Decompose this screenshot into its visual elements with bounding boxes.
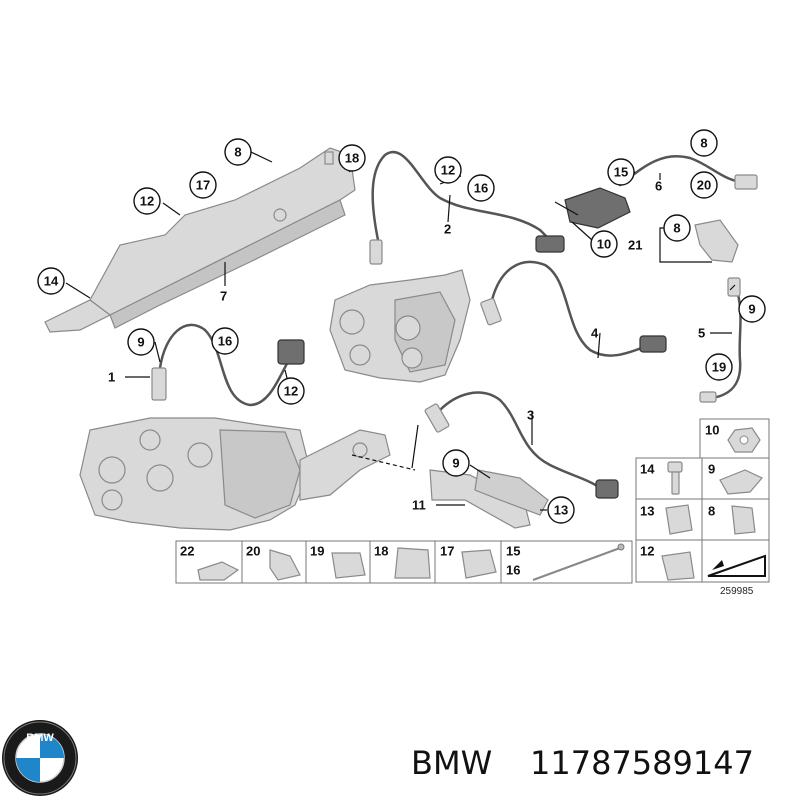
- callout-12-heatshield: 12: [133, 187, 161, 215]
- svg-text:5: 5: [698, 326, 705, 341]
- callout-labels: 8 18 12 17 14 7 9 16 1 12 12 16 2 15 6 8…: [37, 129, 766, 524]
- callout-19: 19: [705, 353, 733, 381]
- svg-text:2: 2: [444, 222, 451, 237]
- svg-text:13: 13: [554, 503, 568, 518]
- callout-12-top: 12: [434, 156, 462, 184]
- callout-16-top: 16: [467, 174, 495, 202]
- label-11: 11: [412, 498, 426, 513]
- label-2: 2: [444, 222, 451, 237]
- callout-9-right: 9: [738, 295, 766, 323]
- label-7: 7: [220, 289, 227, 304]
- label-21: 21: [628, 238, 642, 253]
- heat-shield-drawing: [44, 147, 356, 333]
- callout-18: 18: [338, 144, 366, 172]
- legend-8: 8: [708, 504, 715, 519]
- svg-text:3: 3: [527, 408, 534, 423]
- bracket-drawing: [429, 469, 549, 529]
- svg-text:8: 8: [673, 221, 680, 236]
- svg-text:15: 15: [614, 165, 628, 180]
- label-5: 5: [698, 326, 705, 341]
- callout-16-left: 16: [211, 327, 239, 355]
- legend-16: 16: [506, 563, 520, 578]
- oxygen-sensor-2-drawing: [369, 150, 565, 265]
- diagram-id: 259985: [720, 586, 754, 597]
- legend-9: 9: [708, 462, 715, 477]
- oxygen-sensor-4-drawing: [480, 260, 667, 357]
- svg-text:8: 8: [234, 145, 241, 160]
- callout-8-top-right: 8: [690, 129, 718, 157]
- legend-19: 19: [310, 544, 324, 559]
- oxygen-sensor-1-drawing: [151, 323, 305, 407]
- svg-text:18: 18: [345, 151, 359, 166]
- svg-text:17: 17: [196, 178, 210, 193]
- callout-17-heatshield: 17: [189, 171, 217, 199]
- callout-8-heatshield: 8: [224, 138, 252, 166]
- svg-text:21: 21: [628, 238, 642, 253]
- temperature-sensor-5-drawing: [699, 277, 742, 403]
- svg-text:16: 16: [218, 334, 232, 349]
- callout-14: 14: [37, 267, 65, 295]
- svg-text:16: 16: [474, 181, 488, 196]
- bmw-logo: BMW: [2, 720, 78, 796]
- callout-8-clip: 8: [663, 214, 691, 242]
- callout-9-bracket: 9: [442, 449, 470, 477]
- label-3: 3: [527, 408, 534, 423]
- legend-22: 22: [180, 544, 194, 559]
- oxygen-sensor-6-drawing: [564, 155, 758, 229]
- legend-17: 17: [440, 544, 454, 559]
- legend-right-grid: 10 14 9 13 8 12 259985: [635, 418, 770, 597]
- dashed-connectors: [351, 201, 579, 471]
- svg-text:9: 9: [137, 335, 144, 350]
- svg-text:6: 6: [655, 179, 662, 194]
- legend-18: 18: [374, 544, 388, 559]
- legend-15: 15: [506, 544, 520, 559]
- callout-15: 15: [607, 158, 635, 186]
- svg-text:12: 12: [140, 194, 154, 209]
- svg-text:11: 11: [412, 498, 426, 513]
- legend-bottom-row: 22 20 19 18 17 15 16: [175, 540, 633, 584]
- label-6: 6: [655, 179, 662, 194]
- svg-text:1: 1: [108, 370, 115, 385]
- svg-text:7: 7: [220, 289, 227, 304]
- svg-text:19: 19: [712, 360, 726, 375]
- part-number: 11787589147: [530, 744, 754, 782]
- svg-text:9: 9: [452, 456, 459, 471]
- clip-21-drawing: [694, 219, 739, 263]
- callout-12-left: 12: [277, 377, 305, 405]
- brand-name: BMW: [411, 744, 492, 782]
- callout-9-left: 9: [127, 328, 155, 356]
- legend-14: 14: [640, 462, 655, 477]
- bmw-logo-text: BMW: [26, 732, 54, 744]
- svg-text:8: 8: [700, 136, 707, 151]
- legend-12: 12: [640, 544, 654, 559]
- svg-text:20: 20: [697, 178, 711, 193]
- label-1: 1: [108, 370, 115, 385]
- legend-20: 20: [246, 544, 260, 559]
- label-4: 4: [591, 326, 599, 341]
- svg-text:12: 12: [441, 163, 455, 178]
- upper-catalytic-converter-drawing: [329, 269, 471, 383]
- svg-text:4: 4: [591, 326, 599, 341]
- lower-catalytic-converter-drawing: [79, 417, 391, 531]
- svg-text:10: 10: [597, 237, 611, 252]
- legend-10: 10: [705, 423, 719, 438]
- svg-text:14: 14: [44, 274, 59, 289]
- svg-text:12: 12: [284, 384, 298, 399]
- callout-13: 13: [547, 496, 575, 524]
- oxygen-sensor-3-drawing: [424, 391, 619, 499]
- callout-20: 20: [690, 171, 718, 199]
- svg-text:9: 9: [748, 302, 755, 317]
- legend-13: 13: [640, 504, 654, 519]
- callout-10: 10: [590, 230, 618, 258]
